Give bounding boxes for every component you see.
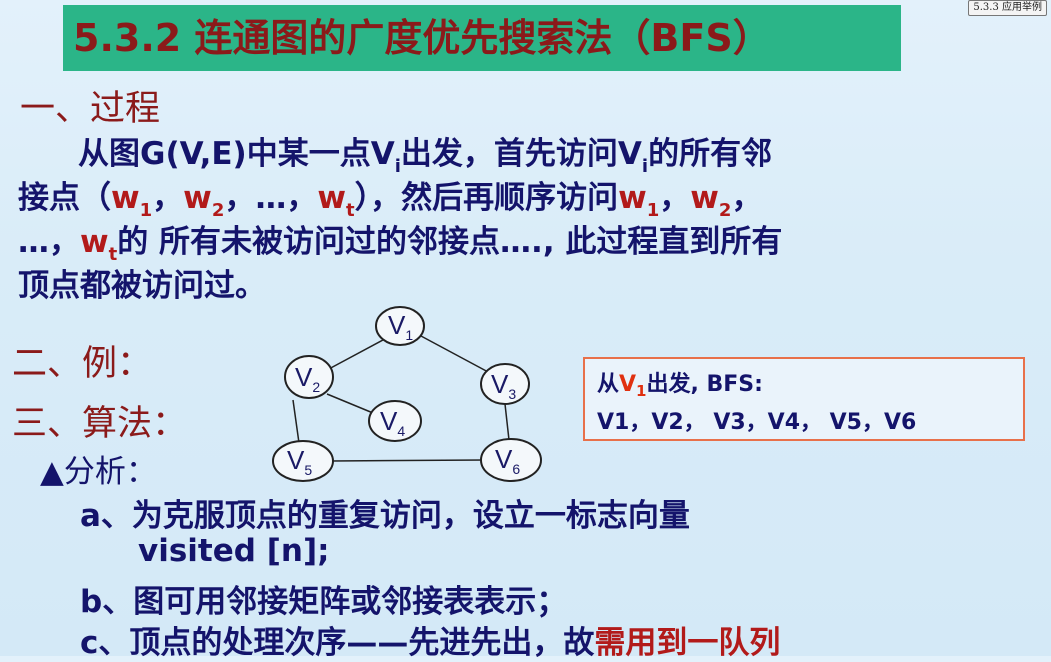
bfs-result-box: 从V1出发, BFS: V1，V2， V3，V4， V5，V6 <box>583 357 1025 441</box>
paragraph-line-3: …，wt的 所有未被访问过的邻接点…., 此过程直到所有 <box>18 224 783 265</box>
node-v1-label: V1 <box>388 310 413 343</box>
section-badge[interactable]: 5.3.3 应用举例 <box>968 0 1047 16</box>
item-a: a、为克服顶点的重复访问，设立一标志向量 <box>80 498 690 534</box>
node-v6[interactable] <box>480 438 542 482</box>
paragraph-line-1: 从图G(V,E)中某一点Vi出发，首先访问Vi的所有邻 <box>78 136 773 177</box>
node-v5-label: V5 <box>287 445 312 478</box>
bfs-order: V1，V2， V3，V4， V5，V6 <box>597 410 917 435</box>
bfs-start-line: 从V1出发, BFS: <box>597 372 763 400</box>
node-v1[interactable] <box>375 306 425 346</box>
node-v2-label: V2 <box>295 362 320 395</box>
graph-edges <box>292 335 510 462</box>
slide-title: 5.3.2 连通图的广度优先搜索法（BFS） <box>63 5 901 71</box>
edge-v5-v6 <box>330 459 486 462</box>
node-v3-label: V3 <box>491 369 516 402</box>
edge-v1-v2 <box>326 339 384 371</box>
item-c: c、顶点的处理次序——先进先出，故需用到一队列 <box>80 625 781 661</box>
node-v2[interactable] <box>284 355 334 399</box>
process-paragraph: 从图G(V,E)中某一点Vi出发，首先访问Vi的所有邻 接点（w1，w2，…，w… <box>18 132 958 308</box>
node-v3[interactable] <box>480 363 530 405</box>
edge-v3-v6 <box>504 403 510 441</box>
heading-example: 二、例： <box>12 344 153 384</box>
heading-algorithm: 三、算法： <box>12 404 188 444</box>
heading-process: 一、过程 <box>20 89 161 129</box>
paragraph-line-4: 顶点都被访问过。 <box>18 268 266 304</box>
item-b: b、图可用邻接矩阵或邻接表表示； <box>80 584 568 620</box>
edge-v1-v3 <box>420 335 491 374</box>
edge-v2-v4 <box>326 393 374 414</box>
node-v5[interactable] <box>272 440 334 482</box>
paragraph-line-2: 接点（w1，w2，…，wt），然后再顺序访问w1，w2， <box>18 180 763 221</box>
node-v4-label: V4 <box>380 406 405 439</box>
item-a-visited: visited [n]; <box>138 533 330 569</box>
graph-diagram: V1 V2 V3 V4 V5 V6 <box>272 306 542 482</box>
edge-v2-v5 <box>292 399 300 444</box>
node-v6-label: V6 <box>495 444 520 477</box>
analysis-heading: ▲分析： <box>40 454 157 490</box>
node-v4[interactable] <box>368 400 422 442</box>
